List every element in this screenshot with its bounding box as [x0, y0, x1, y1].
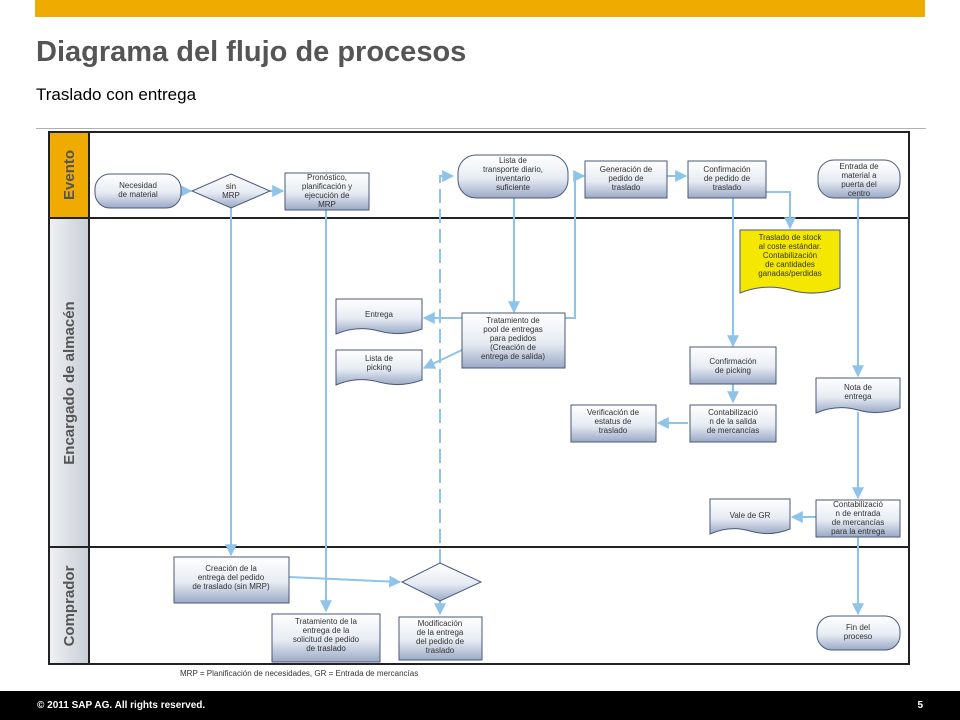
node-contab-entrada [815, 499, 901, 538]
node-label: Vale de GR [730, 511, 771, 520]
node-modificacion-entrega [398, 616, 483, 661]
decision-sin-mrp [190, 173, 272, 209]
copyright-text: © 2011 SAP AG. All rights reserved. [37, 700, 206, 711]
connector [565, 170, 586, 319]
swimlane-frame: Evento Encargado de almacén Comprador [48, 131, 910, 665]
connector [288, 575, 402, 588]
node-lista-transporte [457, 154, 569, 199]
lane-header-warehouse [50, 219, 88, 546]
node-contab-salida [689, 404, 777, 443]
node-confirmacion-pedido [687, 160, 767, 199]
connector [422, 349, 463, 369]
document-lista-picking [335, 349, 423, 386]
document-vale-gr [709, 498, 791, 535]
decision-buyer [400, 562, 483, 602]
title-divider [36, 128, 926, 129]
node-creacion-entrega [173, 556, 290, 604]
node-necesidad-material [94, 173, 182, 209]
node-generacion-pedido [584, 160, 668, 199]
document-entrega [335, 298, 423, 335]
lane-header-event [50, 133, 88, 217]
connectors [180, 170, 864, 616]
node-label: Entrega [365, 310, 394, 319]
node-verificacion-estatus [570, 404, 657, 443]
note-traslado-stock [739, 229, 841, 294]
node-fin-proceso [816, 615, 901, 651]
lane-label-warehouse: Encargado de almacén [61, 301, 78, 464]
lane-label-event: Evento [61, 150, 78, 200]
page-subtitle: Traslado con entrega [36, 85, 197, 104]
connector [439, 170, 455, 563]
footer-bar: © 2011 SAP AG. All rights reserved. 5 [0, 691, 960, 720]
node-tratamiento-pool [461, 312, 566, 369]
lane-label-buyer: Comprador [61, 565, 78, 646]
page-title: Diagrama del flujo de procesos [36, 36, 467, 68]
node-confirmacion-picking [689, 346, 777, 385]
lane-header-buyer [50, 548, 88, 663]
footnote: MRP = Planificación de necesidades, GR =… [180, 669, 419, 678]
document-nota-entrega [815, 377, 901, 414]
connector [766, 191, 796, 230]
node-pronostico-mrp [284, 172, 370, 211]
page-number: 5 [917, 700, 923, 711]
brand-accent-bar [35, 0, 925, 17]
node-entrada-material [817, 159, 901, 199]
node-tratamiento-solicitud [271, 613, 381, 663]
